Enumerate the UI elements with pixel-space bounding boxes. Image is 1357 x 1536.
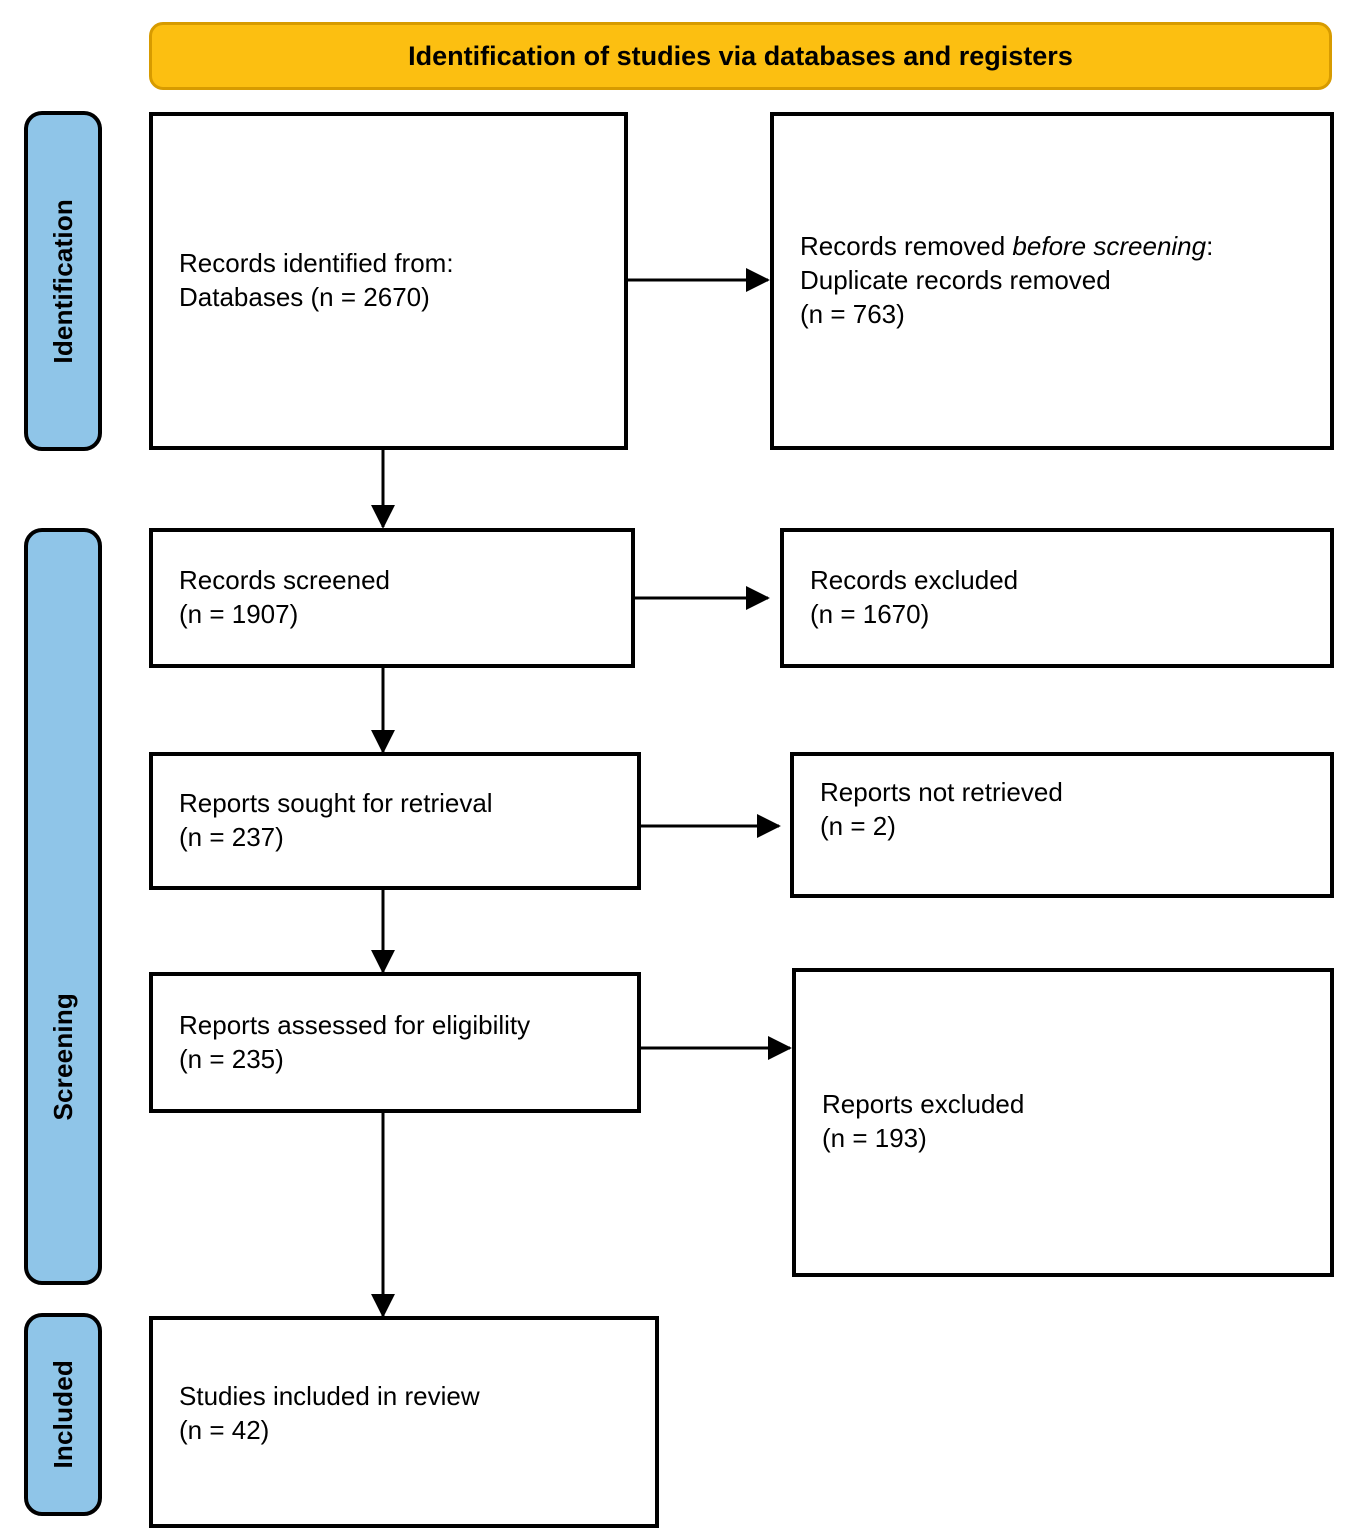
box-records-screened: Records screened (n = 1907) (149, 528, 635, 668)
box-reports-excluded: Reports excluded (n = 193) (792, 968, 1334, 1277)
box-reports-sought-text: Reports sought for retrieval (n = 237) (179, 788, 493, 852)
box-records-screened-text: Records screened (n = 1907) (179, 565, 390, 629)
box-reports-assessed: Reports assessed for eligibility (n = 23… (149, 972, 641, 1113)
box-reports-excluded-text: Reports excluded (n = 193) (822, 1089, 1025, 1153)
box-reports-not-retrieved: Reports not retrieved (n = 2) (790, 752, 1334, 898)
box-studies-included: Studies included in review (n = 42) (149, 1316, 659, 1528)
box-records-excluded-text: Records excluded (n = 1670) (810, 565, 1019, 629)
box-studies-included-text: Studies included in review (n = 42) (179, 1381, 480, 1445)
box-records-removed-emphasis: before screening (1012, 231, 1207, 262)
box-records-removed: Records removed before screening: Duplica… (770, 112, 1334, 450)
banner-identification-header: Identification of studies via databases … (149, 22, 1332, 90)
box-reports-sought: Reports sought for retrieval (n = 237) (149, 752, 641, 890)
box-records-excluded: Records excluded (n = 1670) (780, 528, 1334, 668)
box-records-identified-text: Records identified from: Databases (n = … (179, 248, 454, 312)
banner-title: Identification of studies via databases … (408, 40, 1073, 71)
stage-label-included: Included (24, 1313, 102, 1516)
stage-label-identification: Identification (24, 111, 102, 451)
box-records-removed-line3: (n = 763) (800, 298, 905, 329)
box-records-removed-line2: Duplicate records removed (800, 265, 1111, 296)
box-records-removed-line1: Records removed (800, 231, 1013, 262)
stage-label-screening: Screening (24, 528, 102, 1285)
box-records-removed-line1-tail: : (1206, 231, 1214, 262)
box-records-identified: Records identified from: Databases (n = … (149, 112, 628, 450)
stage-label-identification-text: Identification (47, 198, 78, 364)
stage-label-included-text: Included (47, 1360, 78, 1469)
box-reports-assessed-text: Reports assessed for eligibility (n = 23… (179, 1009, 531, 1074)
stage-label-screening-text: Screening (47, 992, 78, 1121)
box-reports-not-retrieved-text: Reports not retrieved (n = 2) (820, 777, 1063, 841)
box-records-removed-text: Records removed before screening: Duplica… (800, 230, 1213, 331)
